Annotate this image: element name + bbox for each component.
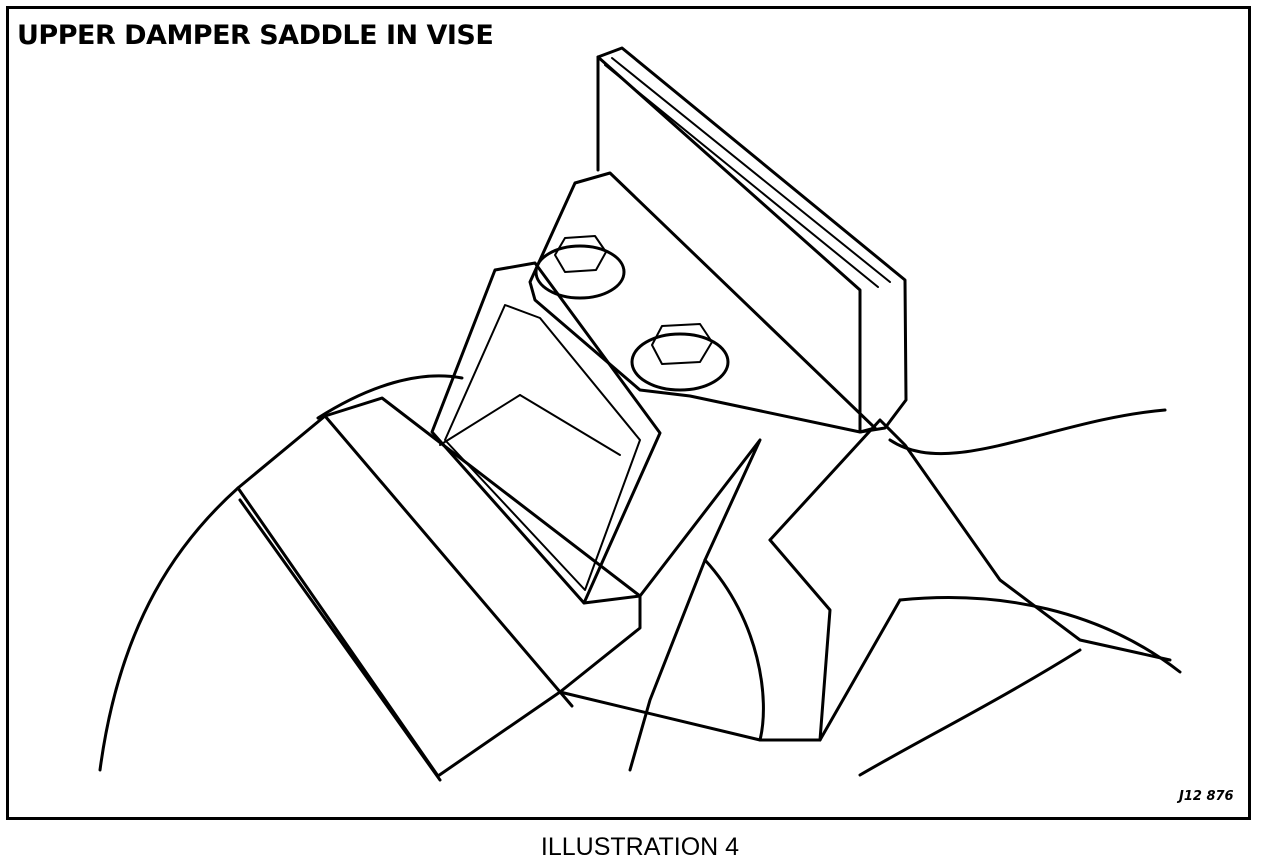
figure-code: J12 876: [1179, 789, 1234, 804]
saddle-flange-line-2: [611, 57, 891, 283]
bracket-frame-outer: [430, 261, 662, 605]
bracket-inner-cross-2: [439, 394, 521, 446]
illustration-frame: [6, 6, 1251, 820]
illustration-caption: ILLUSTRATION 4: [540, 833, 740, 861]
vise-rear-curve: [316, 374, 464, 420]
bolt-head-right: [630, 332, 730, 392]
bracket-inner-cross: [519, 394, 621, 456]
vise-jaw-left: [236, 396, 642, 778]
vise-jaw-right: [768, 418, 1172, 662]
saddle-flange: [596, 46, 908, 434]
saddle-flange-line: [604, 64, 879, 288]
vise-jaw-left-edge: [323, 414, 574, 708]
body-lower-right: [858, 648, 1082, 777]
bolt-head-left: [534, 244, 626, 300]
clamp-strap: [582, 438, 762, 772]
body-outline-left: [98, 486, 240, 772]
bolt-hex-left: [554, 235, 607, 273]
body-curve-right: [898, 596, 1182, 674]
clamp-strap-right: [703, 538, 832, 742]
vise-base-line-2: [818, 598, 902, 742]
vise-base-line: [558, 690, 762, 742]
bracket-frame-inner: [444, 304, 641, 591]
vise-jaw-left-top-edge: [238, 498, 442, 782]
illustration-title: UPPER DAMPER SADDLE IN VISE: [17, 20, 494, 51]
bolt-hex-right: [651, 323, 713, 365]
vise-rear-right: [888, 408, 1167, 455]
